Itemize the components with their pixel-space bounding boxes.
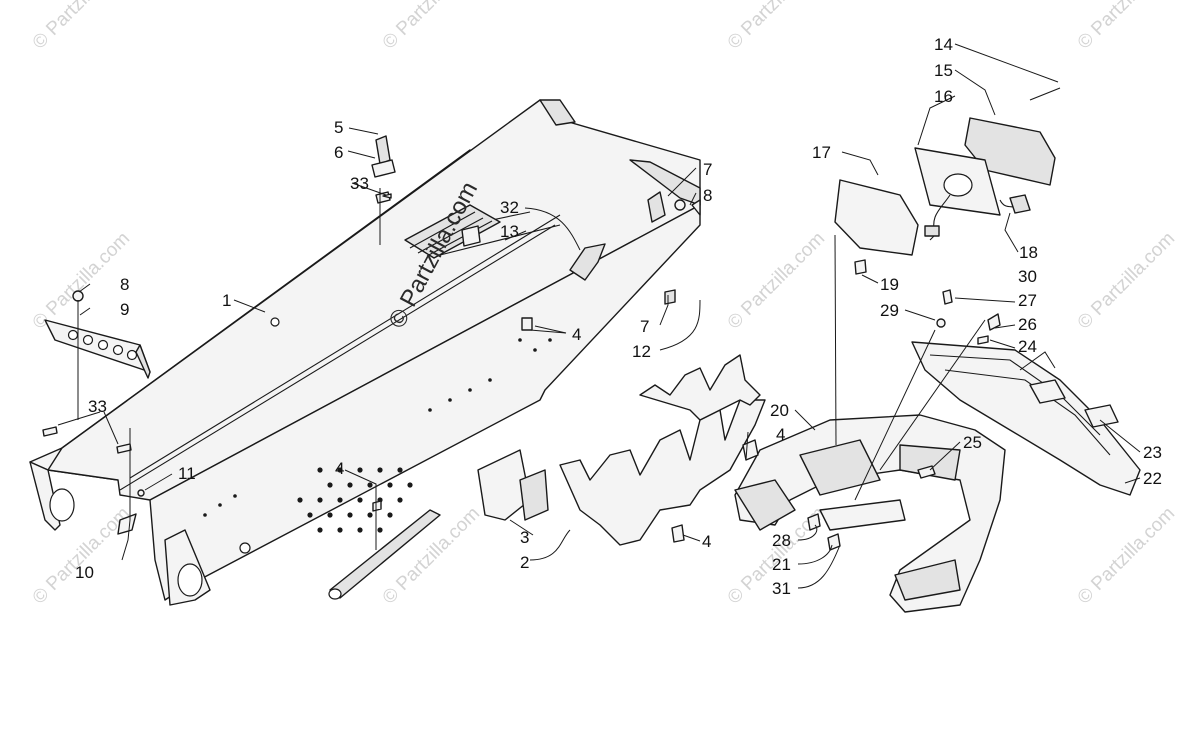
callout-13: 13 (500, 222, 519, 241)
callout-26: 26 (1018, 315, 1037, 334)
fasteners (42, 135, 1001, 551)
callout-2: 2 (520, 553, 529, 572)
callout-4: 4 (572, 325, 581, 344)
callout-21: 21 (772, 555, 791, 574)
tunnel-center-box (404, 204, 501, 259)
callout-11: 11 (178, 464, 196, 483)
taillight-lens (834, 179, 919, 256)
rear-bumper (734, 414, 1006, 613)
callout-25: 25 (963, 433, 982, 452)
callout-29: 29 (880, 301, 899, 320)
callout-28: 28 (772, 531, 791, 550)
heat-exchanger-upper (639, 354, 761, 421)
callout-10: 10 (75, 563, 94, 582)
taillight-connector (924, 225, 940, 237)
callout-7: 7 (703, 160, 712, 179)
watermark: © Partzilla.com (1074, 228, 1179, 333)
callout-7: 7 (640, 317, 649, 336)
callout-20: 20 (770, 401, 789, 420)
callout-27: 27 (1018, 291, 1037, 310)
callout-31: 31 (772, 579, 791, 598)
callout-4: 4 (702, 532, 711, 551)
decal-23 (1084, 404, 1119, 428)
tunnel-logo-decal (569, 243, 606, 281)
callout-6: 6 (334, 143, 343, 162)
callout-24: 24 (1018, 337, 1037, 356)
callout-4: 4 (776, 425, 785, 444)
callout-17: 17 (812, 143, 831, 162)
callout-15: 15 (934, 61, 953, 80)
watermark: © Partzilla.com (29, 0, 134, 54)
mount-bracket (477, 449, 531, 521)
callout-19: 19 (880, 275, 899, 294)
callout-5: 5 (334, 118, 343, 137)
watermark: © Partzilla.com (1074, 503, 1179, 608)
callout-9: 9 (120, 300, 129, 319)
watermark: © Partzilla.com (379, 0, 484, 54)
tunnel-right-rail (539, 99, 576, 126)
callout-14: 14 (934, 35, 953, 54)
watermark: © Partzilla.com (724, 228, 829, 333)
watermark: © Partzilla.com (1074, 0, 1179, 54)
callout-23: 23 (1143, 443, 1162, 462)
callout-18: 18 (1019, 243, 1038, 262)
screw-14 (1029, 87, 1061, 101)
callout-33: 33 (350, 174, 369, 193)
callout-1: 1 (222, 291, 231, 310)
callout-8: 8 (703, 186, 712, 205)
decal-24 (1029, 379, 1066, 404)
rear-bracket (44, 319, 151, 379)
heat-exchanger (559, 399, 766, 546)
callout-8: 8 (120, 275, 129, 294)
taillight-bulb (1009, 194, 1031, 214)
watermark: © Partzilla.com (724, 0, 829, 54)
callout-32: 32 (500, 198, 519, 217)
leader-lines (57, 43, 1141, 589)
snow-flap (911, 341, 1141, 496)
watermark: © Partzilla.com (29, 228, 134, 333)
callout-12: 12 (632, 342, 651, 361)
callout-4: 4 (335, 459, 344, 478)
callout-22: 22 (1143, 469, 1162, 488)
callout-16: 16 (934, 87, 953, 106)
callout-30: 30 (1018, 267, 1037, 286)
skirt-holes (203, 338, 552, 554)
callout-labels: 1 2 3 4 4 4 4 5 6 7 7 8 8 9 10 11 12 13 … (75, 35, 1162, 598)
callout-33: 33 (88, 397, 107, 416)
callout-3: 3 (520, 528, 529, 547)
